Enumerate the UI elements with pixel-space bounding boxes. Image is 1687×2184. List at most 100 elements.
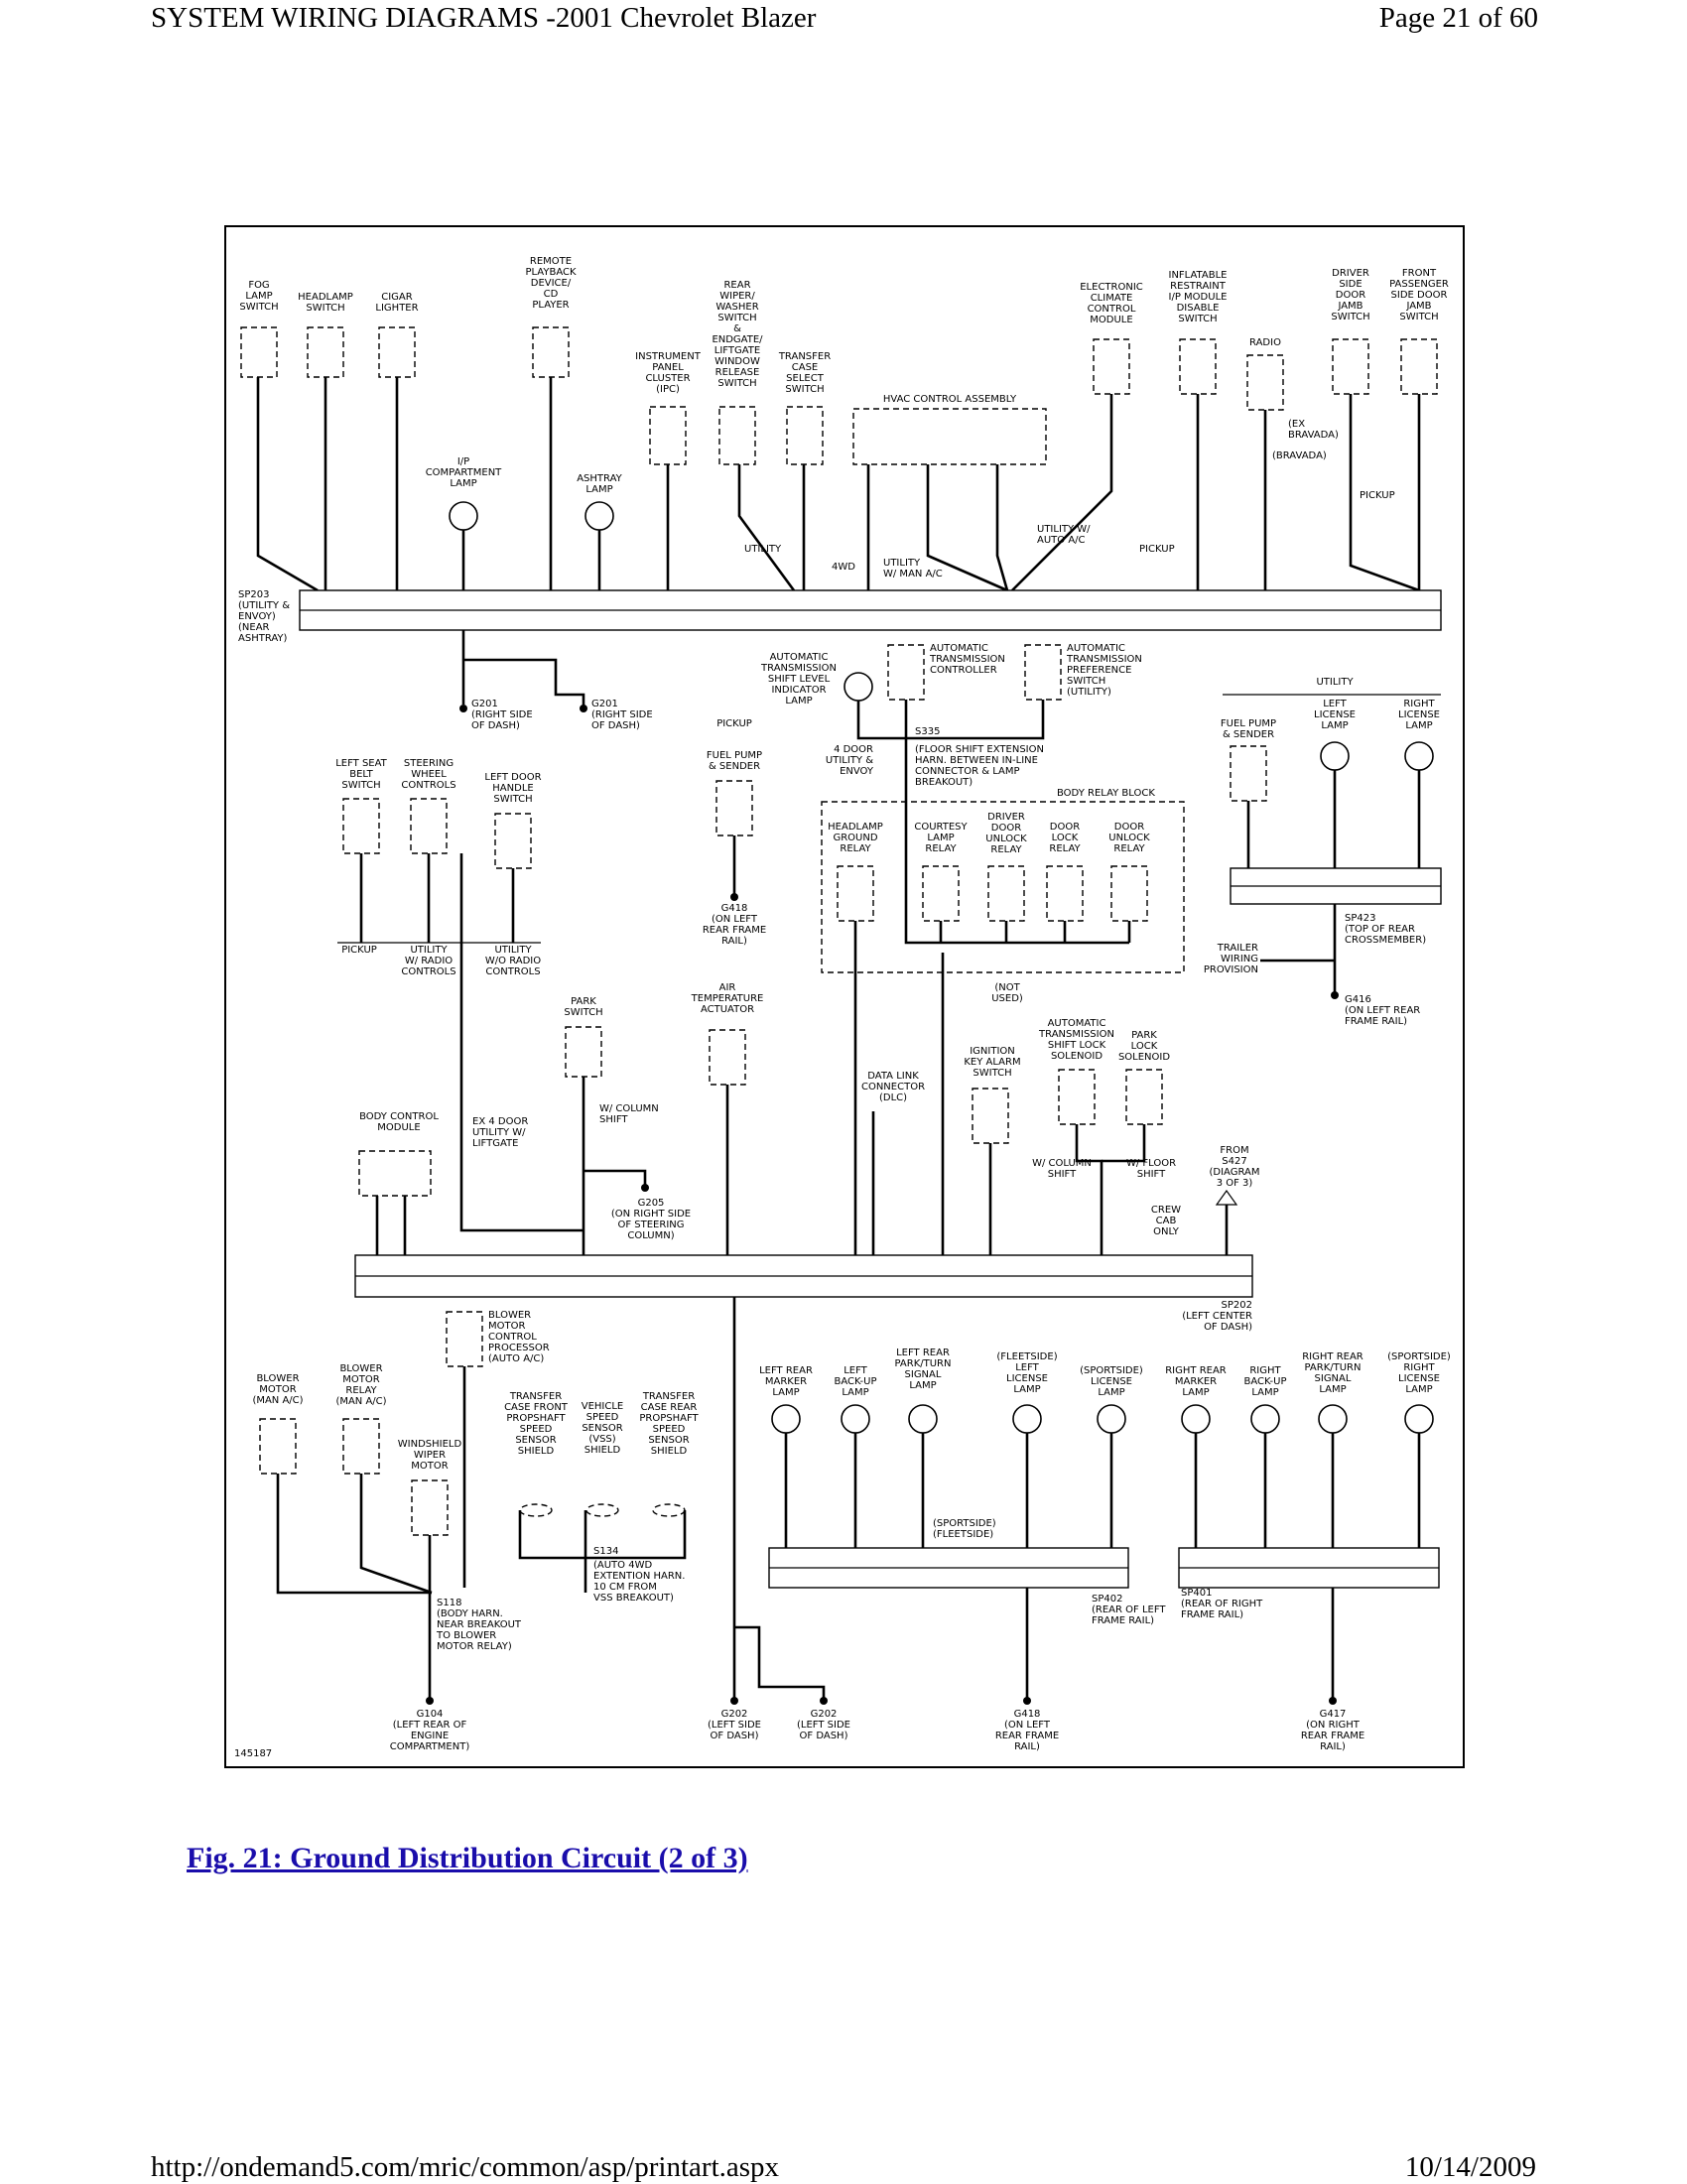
diagram-frame: [224, 225, 1465, 1768]
label-s134: S134: [593, 1546, 618, 1557]
front-pass-jamb-switch-box: [1400, 338, 1438, 395]
fuel-pump-right-box: [1230, 745, 1267, 802]
air-temp-actuator-box: [709, 1029, 746, 1086]
label-sportside-fleetside: (SPORTSIDE)(FLEETSIDE): [933, 1518, 996, 1540]
page-footer-date: 10/14/2009: [1404, 2151, 1536, 2183]
g416-ground: [1331, 991, 1339, 999]
headlamp-ground-relay-box: [837, 865, 874, 922]
blower-motor-box: [259, 1418, 297, 1475]
steering-wheel-controls-box: [410, 798, 448, 854]
label-fourwd: 4WD: [832, 562, 855, 573]
fog-lamp-switch-box: [240, 326, 278, 378]
g201-ground-b: [580, 705, 587, 712]
rear-wiper-switch-box: [718, 406, 756, 465]
label-body-relay-block: BODY RELAY BLOCK: [1057, 788, 1155, 799]
label-radio: RADIO: [1249, 337, 1281, 348]
label-pickup-arrow-a: PICKUP: [1139, 544, 1175, 555]
figure-id: 145187: [234, 1748, 272, 1759]
left-license-lamp: [1320, 741, 1350, 771]
at-shift-lock-solenoid-box: [1058, 1069, 1096, 1125]
ashtray-lamp: [584, 501, 614, 531]
door-lock-relay-box: [1046, 865, 1084, 922]
transfer-case-switch-box: [786, 406, 824, 465]
ip-compartment-lamp: [449, 501, 478, 531]
door-unlock-relay-box: [1110, 865, 1148, 922]
r-backup-lamp: [1250, 1404, 1280, 1434]
label-pickup-arrow-b: PICKUP: [1360, 490, 1395, 501]
label-utility-hdr: UTILITY: [1316, 677, 1354, 688]
inflatable-restraint-box: [1179, 338, 1217, 395]
courtesy-lamp-relay-box: [922, 865, 960, 922]
at-controller-box: [887, 644, 925, 701]
cigar-lighter-box: [378, 326, 416, 378]
body-control-module-box: [358, 1150, 432, 1197]
label-fuel-pump-right: FUEL PUMP& SENDER: [1221, 718, 1276, 740]
left-door-handle-switch-box: [494, 813, 532, 869]
lr-marker-lamp: [771, 1404, 801, 1434]
tc-rear-shield: [652, 1503, 686, 1517]
page-header-title: SYSTEM WIRING DIAGRAMS -2001 Chevrolet B…: [151, 2, 817, 34]
ipc-box: [649, 406, 687, 465]
hvac-control-assembly-box: [852, 408, 1047, 465]
right-license-lamp: [1404, 741, 1434, 771]
g202-ground-a: [730, 1697, 738, 1705]
g205-ground: [641, 1184, 649, 1192]
label-radio-brav: (BRAVADA): [1272, 450, 1327, 461]
vss-shield: [585, 1503, 619, 1517]
rr-marker-lamp: [1181, 1404, 1211, 1434]
tc-front-shield: [519, 1503, 553, 1517]
blower-relay-box: [342, 1418, 380, 1475]
label-pickup-lbl: PICKUP: [341, 945, 377, 956]
sport-right-license-lamp: [1404, 1404, 1434, 1434]
figure-caption-link[interactable]: Fig. 21: Ground Distribution Circuit (2 …: [187, 1842, 748, 1874]
label-hvac-note-util: UTILITY W/AUTO A/C: [1037, 524, 1091, 546]
driver-jamb-switch-box: [1332, 338, 1369, 395]
